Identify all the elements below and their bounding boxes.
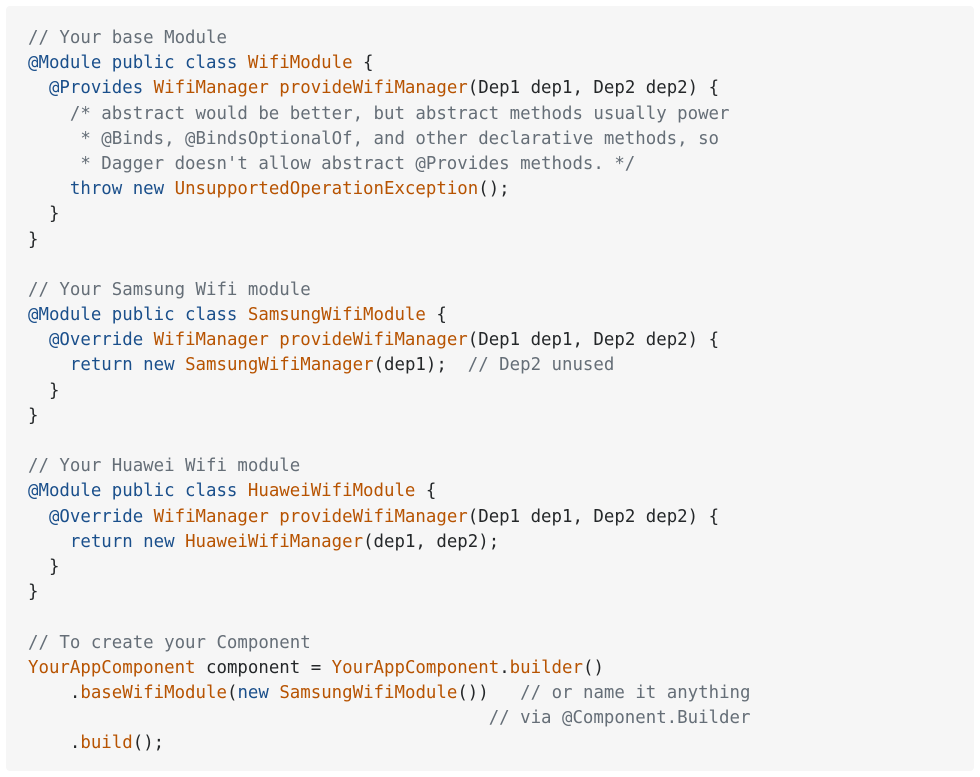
code-line: return new SamsungWifiManager(dep1); // … <box>28 353 974 378</box>
code-text: () <box>582 657 604 678</box>
code-text: } <box>28 556 60 577</box>
code-text <box>28 355 70 375</box>
code-comment: * Dagger doesn't allow abstract @Provide… <box>28 153 636 174</box>
code-line: return new HuaweiWifiManager(dep1, dep2)… <box>28 530 974 555</box>
code-line: // To create your Component <box>28 631 974 656</box>
code-text: } <box>28 405 39 426</box>
code-text: (Dep1 dep1, Dep2 dep2) { <box>467 330 720 351</box>
code-text: (Dep1 dep1, Dep2 dep2) { <box>467 78 720 99</box>
code-keyword: return new <box>69 355 186 376</box>
code-text: (dep1, dep2); <box>363 531 500 552</box>
code-line: // Your Huawei Wifi module <box>28 454 974 479</box>
code-line: * Dagger doesn't allow abstract @Provide… <box>28 152 974 177</box>
code-keyword: throw new <box>69 179 175 200</box>
code-type-name: build <box>80 733 133 754</box>
code-line: } <box>28 379 974 404</box>
code-comment: // Your base Module <box>28 28 227 48</box>
code-comment: // Dep2 unused <box>467 355 615 376</box>
code-line: @Module public class HuaweiWifiModule { <box>28 479 974 504</box>
code-line: } <box>28 228 974 253</box>
code-text: (dep1); <box>373 355 468 376</box>
code-type-name: HuaweiWifiManager <box>185 531 364 552</box>
code-keyword: @Module public class <box>28 53 248 74</box>
code-line: YourAppComponent component = YourAppComp… <box>28 656 974 681</box>
code-text: { <box>415 481 437 502</box>
code-type-name: SamsungWifiManager <box>185 355 374 376</box>
code-type-name: WifiManager provideWifiManager <box>153 506 468 527</box>
code-lines: // Your base Module @Module public class … <box>28 26 974 756</box>
code-comment: /* abstract would be better, but abstrac… <box>28 103 730 124</box>
code-text: . <box>28 733 81 754</box>
code-keyword: return new <box>69 531 186 552</box>
code-text: . <box>28 682 81 703</box>
code-text: { <box>425 305 447 326</box>
code-text <box>28 179 70 199</box>
code-text <box>28 78 49 98</box>
code-line <box>28 605 974 630</box>
code-text: ( <box>226 682 238 703</box>
code-type-name: SamsungWifiModule <box>247 305 426 326</box>
code-line: } <box>28 404 974 429</box>
code-line: * @Binds, @BindsOptionalOf, and other de… <box>28 127 974 152</box>
code-type-name: baseWifiModule <box>80 682 227 703</box>
code-text: } <box>28 204 60 225</box>
code-type-name: YourAppComponent <box>28 657 196 678</box>
code-line: @Override WifiManager provideWifiManager… <box>28 505 974 530</box>
code-keyword: @Provides <box>48 78 154 99</box>
code-type-name: WifiManager provideWifiManager <box>153 330 468 351</box>
code-line: } <box>28 580 974 605</box>
code-text: component = <box>195 657 332 678</box>
code-text: } <box>28 229 39 250</box>
code-line: // Your base Module <box>28 26 974 51</box>
code-text <box>28 708 489 728</box>
code-line: /* abstract would be better, but abstrac… <box>28 102 974 127</box>
code-type-name: SamsungWifiModule <box>279 682 458 703</box>
code-line <box>28 429 974 454</box>
code-line: // Your Samsung Wifi module <box>28 278 974 303</box>
code-line <box>28 253 974 278</box>
code-comment: // To create your Component <box>28 632 311 653</box>
code-type-name: builder <box>509 657 583 678</box>
code-text: } <box>28 380 60 401</box>
code-line: } <box>28 555 974 580</box>
code-keyword: @Module public class <box>28 481 248 502</box>
code-type-name: WifiManager provideWifiManager <box>153 78 468 99</box>
code-comment: * @Binds, @BindsOptionalOf, and other de… <box>28 128 720 149</box>
code-type-name: YourAppComponent <box>331 657 500 678</box>
code-text: } <box>28 582 39 603</box>
code-line: // via @Component.Builder <box>28 706 974 731</box>
code-line: .build(); <box>28 731 974 756</box>
code-line: } <box>28 202 974 227</box>
code-line: @Module public class SamsungWifiModule { <box>28 303 974 328</box>
code-type-name: WifiModule <box>247 53 353 74</box>
code-keyword: new <box>237 682 280 703</box>
code-keyword: @Module public class <box>28 305 248 326</box>
code-type-name: UnsupportedOperationException <box>174 179 479 200</box>
code-line: @Override WifiManager provideWifiManager… <box>28 328 974 353</box>
code-comment: // Your Samsung Wifi module <box>28 279 311 300</box>
code-text: (); <box>132 733 165 754</box>
code-comment: // Your Huawei Wifi module <box>28 456 301 477</box>
code-text <box>28 532 70 552</box>
code-line: throw new UnsupportedOperationException(… <box>28 177 974 202</box>
code-type-name: HuaweiWifiModule <box>247 481 416 502</box>
code-keyword: @Override <box>48 330 154 351</box>
code-comment: // or name it anything <box>520 682 751 703</box>
code-line: @Provides WifiManager provideWifiManager… <box>28 76 974 101</box>
code-text: { <box>352 53 374 74</box>
code-line: @Module public class WifiModule { <box>28 51 974 76</box>
code-text: (); <box>478 179 510 200</box>
code-line: .baseWifiModule(new SamsungWifiModule())… <box>28 681 974 706</box>
code-text <box>28 330 49 350</box>
code-text: . <box>499 657 510 678</box>
code-text <box>28 507 49 527</box>
code-text: (Dep1 dep1, Dep2 dep2) { <box>467 506 720 527</box>
code-comment: // via @Component.Builder <box>488 708 751 729</box>
code-keyword: @Override <box>48 506 154 527</box>
code-block: // Your base Module @Module public class … <box>6 6 974 771</box>
code-text: ()) <box>457 682 521 703</box>
